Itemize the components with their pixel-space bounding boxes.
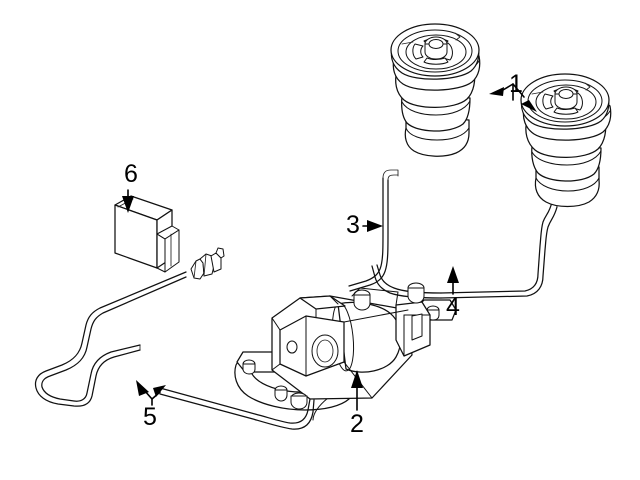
callout-1-arrowhead-right bbox=[521, 100, 537, 112]
callout-label-4: 4 bbox=[446, 293, 460, 321]
callout-label-5: 5 bbox=[143, 403, 157, 431]
callout-6-arrowhead bbox=[122, 196, 134, 213]
air-compressor bbox=[271, 282, 431, 410]
air-spring-left bbox=[390, 23, 481, 157]
callout-1-arrowhead-left bbox=[489, 87, 504, 96]
callout-2-leader bbox=[351, 370, 363, 411]
callout-3-leader bbox=[362, 220, 383, 232]
callout-2-arrowhead bbox=[351, 370, 363, 388]
callout-3-arrowhead bbox=[367, 220, 383, 232]
callout-4-leader bbox=[447, 266, 459, 295]
air-line-vertical bbox=[348, 169, 399, 292]
callout-6-leader bbox=[122, 189, 134, 213]
callout-4-arrowhead bbox=[447, 266, 459, 283]
callout-5-leader bbox=[136, 380, 166, 406]
callout-5-arrowhead-lower bbox=[153, 385, 166, 397]
callout-label-6: 6 bbox=[124, 160, 138, 188]
air-line-left-upper bbox=[34, 271, 187, 407]
callout-1-leader bbox=[489, 83, 537, 112]
callout-5-arrowhead-upper bbox=[136, 380, 149, 396]
callout-label-2: 2 bbox=[350, 410, 364, 438]
callout-label-1: 1 bbox=[509, 70, 523, 98]
pressure-sensor-fitting bbox=[190, 247, 225, 280]
callout-label-3: 3 bbox=[346, 211, 360, 239]
air-spring-right bbox=[520, 73, 612, 208]
